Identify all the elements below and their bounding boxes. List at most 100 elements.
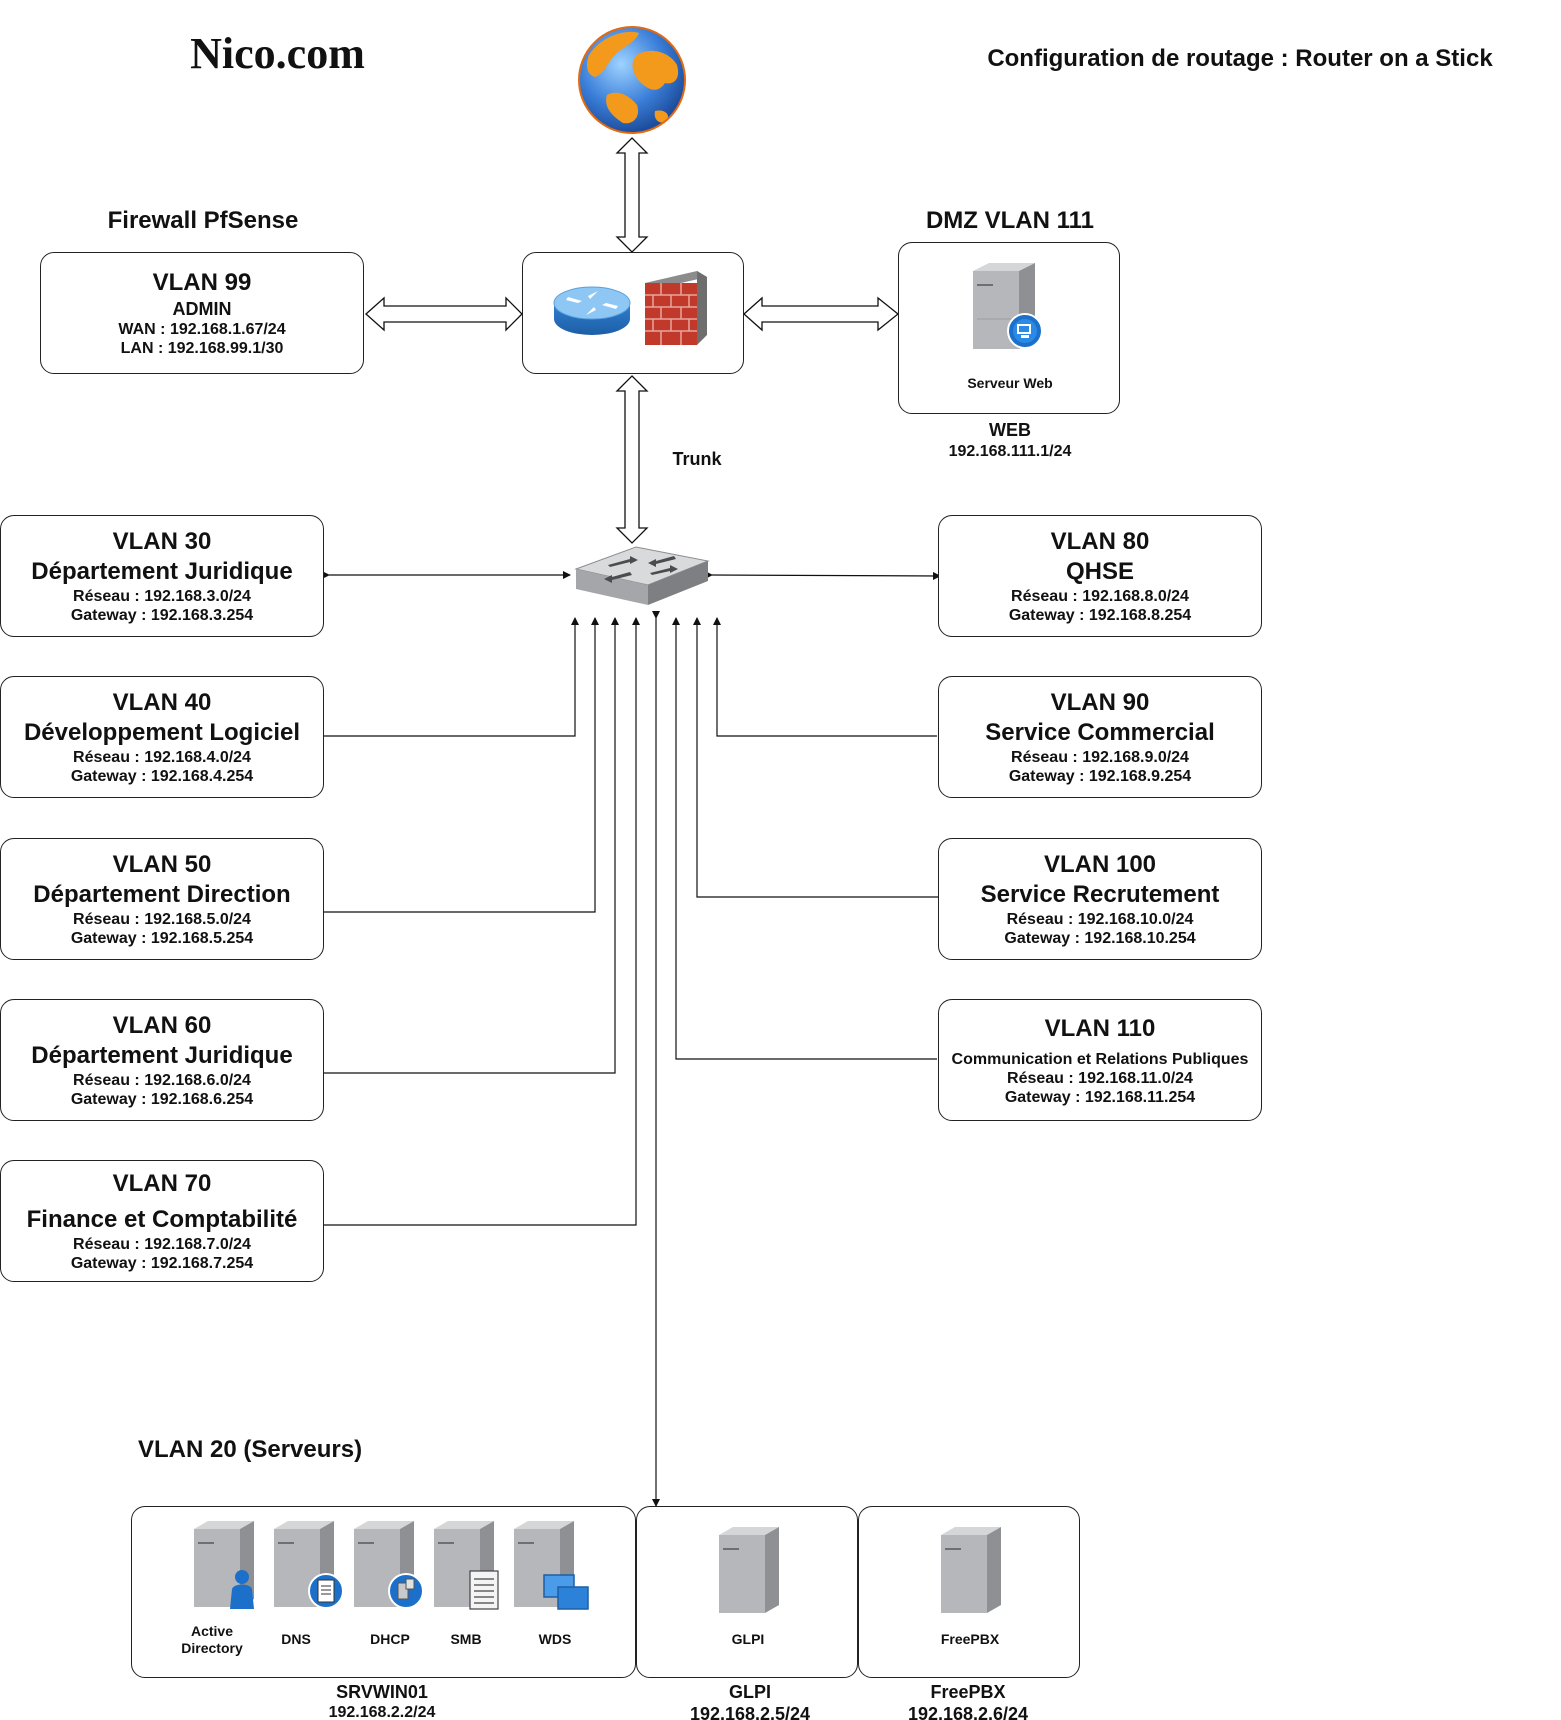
switch-icon: [574, 546, 710, 605]
vlan70-name: Finance et Comptabilité: [26, 1206, 298, 1233]
vlan110-box: VLAN 110 Communication et Relations Publ…: [938, 999, 1262, 1121]
glpi-server-icon: [719, 1527, 779, 1613]
vlan110-link: [672, 617, 937, 1060]
vlan70-gateway: Gateway : 192.168.7.254: [70, 1255, 254, 1272]
vlan60-title: VLAN 60: [112, 1012, 212, 1039]
trunk-link-arrow: [615, 375, 649, 544]
dhcp-server-icon: [354, 1521, 422, 1609]
vlan99-lan: LAN : 192.168.99.1/30: [120, 340, 284, 357]
vlan90-name: Service Commercial: [985, 719, 1215, 746]
vlan70-title: VLAN 70: [112, 1170, 212, 1197]
vlan70-box: VLAN 70 Finance et Comptabilité Réseau :…: [0, 1160, 324, 1282]
vlan99-title: VLAN 99: [152, 269, 252, 296]
dmz-name: WEB: [989, 420, 1031, 440]
router-icon: [553, 286, 631, 335]
vlan60-gateway: Gateway : 192.168.6.254: [70, 1091, 254, 1108]
vlan110-gateway: Gateway : 192.168.11.254: [1004, 1088, 1196, 1106]
freepbx-server-icon: [941, 1527, 1001, 1613]
role-label-wds: WDS: [538, 1631, 572, 1647]
brick-wall-icon: [645, 271, 707, 345]
freepbx-ip: 192.168.2.6/24: [907, 1704, 1029, 1720]
vlan40-name: Développement Logiciel: [23, 719, 301, 746]
vlan50-link: [323, 617, 599, 913]
dmz-link-arrow: [743, 296, 900, 332]
page-title: Configuration de routage : Router on a S…: [987, 45, 1493, 72]
active-directory-server-icon: [194, 1521, 254, 1609]
web-server-icon: [973, 263, 1043, 349]
glpi-ip: 192.168.2.5/24: [689, 1704, 811, 1720]
vlan50-gateway: Gateway : 192.168.5.254: [70, 930, 254, 947]
vlan40-title: VLAN 40: [112, 689, 212, 716]
servers-heading: VLAN 20 (Serveurs): [138, 1436, 363, 1463]
vlan99-wan: WAN : 192.168.1.67/24: [118, 321, 286, 338]
vlan90-gateway: Gateway : 192.168.9.254: [1008, 768, 1192, 785]
role-label-smb: SMB: [450, 1631, 482, 1647]
vlan30-name: Département Juridique: [31, 558, 293, 585]
vlan50-title: VLAN 50: [112, 851, 212, 878]
internet-link-arrow: [615, 137, 649, 253]
brand-title: Nico.com: [190, 29, 365, 78]
vlan90-title: VLAN 90: [1050, 689, 1150, 716]
vlan60-reseau: Réseau : 192.168.6.0/24: [73, 1072, 251, 1089]
vlan30-box: VLAN 30 Département Juridique Réseau : 1…: [0, 515, 324, 637]
vlan80-name: QHSE: [1065, 558, 1134, 585]
vlan60-name: Département Juridique: [31, 1042, 293, 1069]
vlan50-box: VLAN 50 Département Direction Réseau : 1…: [0, 838, 324, 960]
trunk-label: Trunk: [672, 449, 722, 469]
vlan70-link: [323, 617, 640, 1226]
vlan30-gateway: Gateway : 192.168.3.254: [70, 607, 254, 624]
vlan80-box: VLAN 80 QHSE Réseau : 192.168.8.0/24 Gat…: [938, 515, 1262, 637]
router-firewall-box: [522, 252, 744, 374]
vlan30-title: VLAN 30: [112, 528, 212, 555]
vlan60-link: [323, 617, 619, 1074]
vlan30-reseau: Réseau : 192.168.3.0/24: [73, 588, 251, 605]
vlan80-link: [704, 570, 941, 580]
vlan110-reseau: Réseau : 192.168.11.0/24: [1007, 1069, 1193, 1087]
smb-server-icon: [434, 1521, 499, 1610]
vlan100-name: Service Recrutement: [980, 881, 1220, 908]
vlan80-title: VLAN 80: [1050, 528, 1150, 555]
vlan40-reseau: Réseau : 192.168.4.0/24: [73, 749, 251, 766]
globe-icon: [578, 26, 686, 134]
admin-link-arrow: [365, 296, 523, 332]
role-label-active-directory: Active Directory: [181, 1623, 243, 1656]
vlan50-reseau: Réseau : 192.168.5.0/24: [73, 911, 251, 928]
vlan90-box: VLAN 90 Service Commercial Réseau : 192.…: [938, 676, 1262, 798]
dmz-box: Serveur Web: [898, 242, 1120, 414]
vlan60-box: VLAN 60 Département Juridique Réseau : 1…: [0, 999, 324, 1121]
vlan100-gateway: Gateway : 192.168.10.254: [1004, 930, 1196, 947]
freepbx-box: FreePBX: [858, 1506, 1080, 1678]
vlan80-gateway: Gateway : 192.168.8.254: [1008, 607, 1192, 624]
dmz-server-label: Serveur Web: [967, 375, 1053, 391]
srvwin01-ip: 192.168.2.2/24: [328, 1704, 436, 1720]
vlan100-title: VLAN 100: [1043, 851, 1157, 878]
wds-server-icon: [514, 1521, 589, 1610]
vlan100-reseau: Réseau : 192.168.10.0/24: [1006, 911, 1194, 928]
vlan110-name: Communication et Relations Publiques: [951, 1050, 1249, 1068]
vlan40-link: [323, 617, 579, 737]
vlan40-gateway: Gateway : 192.168.4.254: [70, 768, 254, 785]
vlan50-name: Département Direction: [33, 881, 291, 908]
vlan100-link: [693, 617, 959, 898]
vlan99-role: ADMIN: [172, 299, 232, 319]
vlan70-reseau: Réseau : 192.168.7.0/24: [73, 1236, 251, 1253]
vlan40-box: VLAN 40 Développement Logiciel Réseau : …: [0, 676, 324, 798]
firewall-heading: Firewall PfSense: [107, 207, 299, 234]
vlan80-reseau: Réseau : 192.168.8.0/24: [1011, 588, 1189, 605]
role-label-dhcp: DHCP: [370, 1631, 410, 1647]
vlan90-reseau: Réseau : 192.168.9.0/24: [1011, 749, 1189, 766]
glpi-name: GLPI: [728, 1682, 771, 1702]
dmz-heading: DMZ VLAN 111: [925, 207, 1095, 234]
vlan99-admin-box: VLAN 99 ADMIN WAN : 192.168.1.67/24 LAN …: [40, 252, 364, 374]
glpi-label: GLPI: [731, 1631, 765, 1647]
role-label-dns: DNS: [281, 1631, 311, 1647]
freepbx-label: FreePBX: [940, 1631, 1000, 1647]
vlan100-box: VLAN 100 Service Recrutement Réseau : 19…: [938, 838, 1262, 960]
srvwin01-name: SRVWIN01: [336, 1682, 428, 1702]
vlan90-link: [713, 617, 937, 737]
dmz-ip: 192.168.111.1/24: [948, 443, 1072, 460]
dns-server-icon: [274, 1521, 342, 1609]
glpi-box: GLPI: [636, 1506, 858, 1678]
